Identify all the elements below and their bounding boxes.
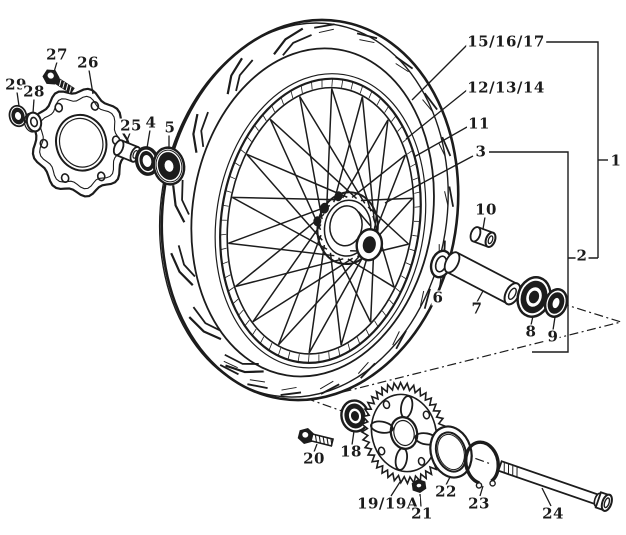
callout-label-2: 2 (575, 246, 589, 265)
tire-tread-marks (170, 23, 454, 396)
callout-label-22: 22 (434, 482, 458, 501)
callout-label-29: 29 (4, 75, 28, 94)
callout-label-28: 28 (22, 82, 46, 101)
callout-label-12-13-14: 12/13/14 (466, 78, 546, 97)
callout-label-27: 27 (45, 45, 69, 64)
callout-bracket-lines (489, 41, 608, 353)
callout-label-25: 25 (119, 116, 143, 135)
callout-leader-lines (16, 44, 556, 508)
callout-label-1: 1 (609, 151, 623, 170)
callout-label-11: 11 (467, 114, 491, 133)
callout-label-5: 5 (163, 118, 177, 137)
disc-fasteners-and-bearing-stack-drawing (8, 69, 186, 186)
assembly-axis-dashdot-lines (308, 302, 624, 465)
axle-spacer-and-bearings-drawing (429, 226, 569, 318)
callout-label-20: 20 (302, 449, 326, 468)
sprocket-assembly-drawing (297, 380, 613, 512)
callout-label-7: 7 (470, 299, 484, 318)
callout-label-10: 10 (474, 200, 498, 219)
brake-disc-drawing (31, 87, 131, 198)
wheel-drawing (158, 18, 460, 402)
callout-label-19-19A: 19/19A (356, 494, 420, 513)
callout-label-3: 3 (474, 142, 488, 161)
callout-label-26: 26 (76, 53, 100, 72)
callout-label-15-16-17: 15/16/17 (466, 32, 546, 51)
callout-label-8: 8 (524, 322, 538, 341)
hub-drawing (313, 191, 384, 265)
callout-label-24: 24 (541, 504, 565, 523)
callout-label-4: 4 (144, 113, 158, 132)
callout-label-21: 21 (410, 504, 434, 523)
callout-label-23: 23 (467, 494, 491, 513)
callout-label-6: 6 (431, 288, 445, 307)
callout-label-9: 9 (546, 327, 560, 346)
callout-label-18: 18 (339, 442, 363, 461)
